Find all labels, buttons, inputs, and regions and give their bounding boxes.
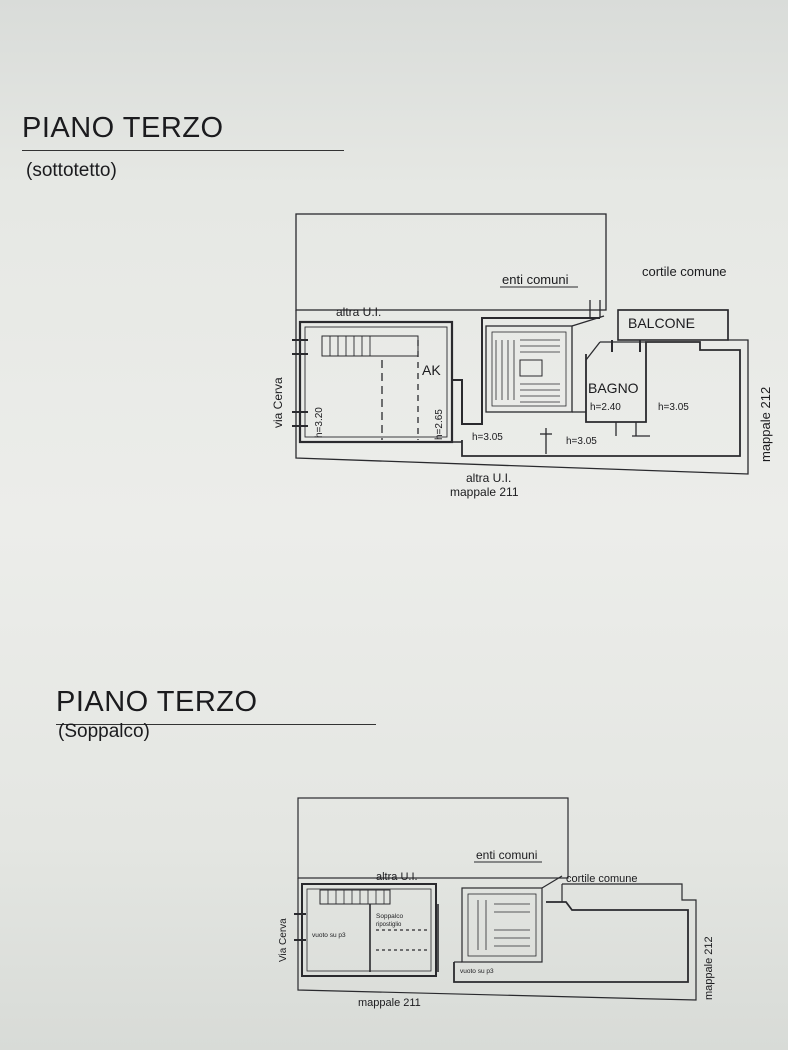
label-ak: AK <box>422 362 441 378</box>
label-h-305-a: h=3.05 <box>472 432 503 443</box>
label-bottom-soppalco-sub: ripostiglio <box>376 922 402 928</box>
label-h-265: h=2.65 <box>434 409 445 440</box>
label-enti-comuni: enti comuni <box>502 272 569 287</box>
label-bottom-vuoto-left: vuoto su p3 <box>312 932 346 939</box>
label-bottom-altra-ui: altra U.I. <box>376 871 418 883</box>
plan-bottom-subtitle: (Soppalco) <box>58 721 150 742</box>
plan-bottom-title: PIANO TERZO <box>56 686 258 718</box>
plan-bottom-title-rule <box>56 724 376 725</box>
label-h-240: h=2.40 <box>590 402 621 413</box>
label-altra-ui-bottom: altra U.I. <box>466 471 511 485</box>
plan-bottom-walls <box>294 797 697 1001</box>
label-via-cerva: via Cerva <box>271 377 285 428</box>
label-bottom-enti-comuni: enti comuni <box>476 848 537 862</box>
plan-top-title-rule <box>22 150 344 151</box>
label-mappale-211: mappale 211 <box>450 485 519 499</box>
label-bottom-mappale-211: mappale 211 <box>358 997 421 1009</box>
plan-top-walls <box>292 213 749 475</box>
label-bottom-vuoto-right: vuoto su p3 <box>460 968 494 975</box>
label-bottom-soppalco: Soppalco <box>376 913 403 920</box>
label-bagno: BAGNO <box>588 380 639 396</box>
label-bottom-via-cerva: Via Cerva <box>278 918 289 962</box>
label-cortile-comune: cortile comune <box>642 264 727 279</box>
label-h-305-c: h=3.05 <box>658 402 689 413</box>
label-bottom-mappale-212: mappale 212 <box>703 936 715 1000</box>
label-balcone: BALCONE <box>628 315 695 331</box>
label-altra-ui-top: altra U.I. <box>336 305 381 319</box>
label-h-320: h=3.20 <box>314 407 325 438</box>
label-h-305-b: h=3.05 <box>566 436 597 447</box>
plan-top-subtitle: (sottotetto) <box>26 160 117 181</box>
label-mappale-212: mappale 212 <box>758 387 773 462</box>
plan-top-title: PIANO TERZO <box>22 112 224 144</box>
label-bottom-cortile-comune: cortile comune <box>566 873 638 885</box>
